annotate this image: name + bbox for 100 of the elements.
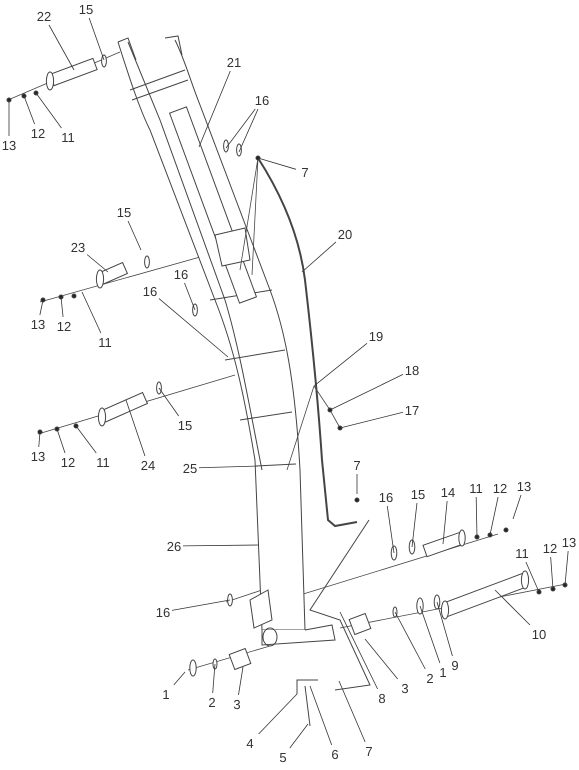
callout-number: 13 <box>30 318 46 330</box>
callout-number: 2 <box>208 696 216 708</box>
callout-number: 7 <box>301 166 309 178</box>
callout-number: 6 <box>331 748 339 760</box>
callout-number: 15 <box>410 488 426 500</box>
leader-line <box>364 638 398 680</box>
callout-number: 16 <box>174 268 188 280</box>
callout-number: 16 <box>378 490 394 504</box>
leader-line <box>490 496 498 536</box>
callout-number: 2 <box>426 672 434 684</box>
leader-line <box>8 100 10 136</box>
callout-number: 12 <box>492 482 508 494</box>
callout-number: 5 <box>279 750 287 764</box>
callout-number: 12 <box>60 456 76 468</box>
leader-line <box>238 666 244 696</box>
leader-line <box>158 388 180 416</box>
callout-number: 7 <box>353 458 361 472</box>
callout-number: 8 <box>378 692 386 704</box>
callout-number: 13 <box>562 536 576 548</box>
callout-number: 16 <box>254 94 270 106</box>
leader-line <box>356 474 358 494</box>
callout-number: 18 <box>404 364 420 376</box>
leader-line <box>550 556 554 590</box>
callout-number: 9 <box>451 658 459 672</box>
leader-line <box>564 550 569 586</box>
leader-line <box>386 506 394 554</box>
leader-line <box>82 292 102 334</box>
leader-line <box>258 694 298 734</box>
callout-number: 17 <box>404 404 420 416</box>
callout-number: 1 <box>439 666 447 678</box>
leader-line <box>88 18 104 60</box>
callout-number: 12 <box>30 126 46 140</box>
leader-line <box>198 466 258 468</box>
leader-line <box>526 562 540 592</box>
callout-number: 11 <box>515 546 529 560</box>
leader-line <box>24 96 35 124</box>
leader-line <box>198 70 231 148</box>
leader-line <box>48 24 74 70</box>
callout-number: 3 <box>233 698 241 710</box>
callout-number: 3 <box>401 682 409 694</box>
leader-line <box>512 494 522 520</box>
leader-line <box>36 92 62 128</box>
callout-number: 23 <box>70 240 86 254</box>
leader-line <box>340 412 404 428</box>
callout-number: 4 <box>246 736 254 750</box>
leader-line <box>494 590 530 626</box>
leader-line <box>302 242 336 272</box>
leader-line <box>128 220 142 250</box>
leader-line <box>330 374 404 410</box>
leader-line <box>182 544 260 546</box>
callout-number: 7 <box>365 744 373 758</box>
leader-line <box>436 602 453 656</box>
callout-number: 15 <box>116 206 132 218</box>
callout-number: 15 <box>178 418 192 432</box>
callout-number: 11 <box>96 456 110 468</box>
leader-line <box>258 158 296 170</box>
callout-number: 19 <box>368 330 384 342</box>
callout-number: 12 <box>56 320 72 332</box>
callout-number: 14 <box>440 486 456 498</box>
leader-line <box>238 108 258 152</box>
callout-number: 22 <box>36 10 52 22</box>
leader-line <box>420 606 440 664</box>
callout-number: 1 <box>162 688 170 700</box>
callout-number: 16 <box>156 606 170 618</box>
callout-number: 12 <box>542 542 558 554</box>
leader-line <box>314 342 368 386</box>
leader-line <box>476 496 478 538</box>
callout-number: 13 <box>30 450 46 462</box>
leader-line <box>39 300 44 316</box>
callout-number: 11 <box>98 336 112 348</box>
leader-line <box>394 612 426 670</box>
callout-number: 15 <box>78 2 94 16</box>
callout-number: 13 <box>2 138 16 152</box>
callout-number: 11 <box>469 482 483 494</box>
callout-number: 13 <box>516 480 532 492</box>
leader-line <box>173 672 186 686</box>
leader-line <box>226 108 256 148</box>
leader-line <box>184 282 196 310</box>
leader-line <box>212 664 216 694</box>
callout-number: 16 <box>142 284 158 298</box>
leader-line <box>442 500 448 544</box>
leader-line <box>172 600 230 611</box>
leader-line <box>126 400 146 456</box>
leader-line <box>56 428 66 454</box>
leader-line <box>60 296 64 318</box>
leader-line <box>340 612 378 690</box>
leader-line <box>338 680 366 742</box>
callout-number: 24 <box>140 458 156 472</box>
leader-line <box>76 426 97 454</box>
callout-number: 21 <box>226 56 242 68</box>
callout-number: 26 <box>166 540 182 552</box>
callout-number: 20 <box>338 228 352 240</box>
leader-line <box>412 502 418 548</box>
leader-line <box>310 686 332 746</box>
leader-line <box>86 254 108 272</box>
leader-line <box>158 298 228 358</box>
callout-number: 10 <box>532 628 546 640</box>
leader-line <box>38 432 40 448</box>
callout-number: 11 <box>61 130 75 144</box>
callout-number: 25 <box>182 462 198 474</box>
